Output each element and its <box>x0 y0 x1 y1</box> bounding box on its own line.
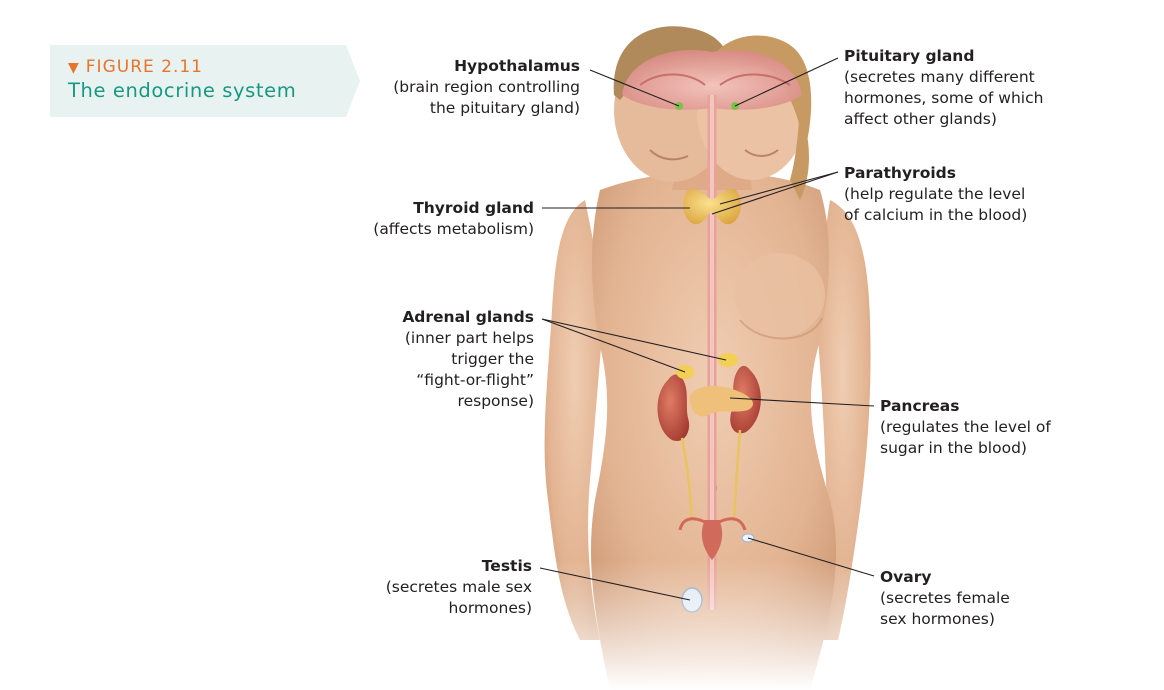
testis-leader <box>539 567 691 601</box>
adrenal-leader-1 <box>541 318 686 373</box>
triangle-down-icon: ▼ <box>68 60 80 76</box>
uterus <box>701 520 723 560</box>
hypothalamus-leader <box>589 69 680 107</box>
pancreas-leader <box>729 397 875 407</box>
label-hypothalamus: Hypothalamus (brain region controlling t… <box>377 56 580 119</box>
right-adrenal <box>718 353 738 367</box>
label-testis: Testis (secretes male sex hormones) <box>375 556 532 619</box>
pituitary-name: Pituitary gland <box>844 47 975 65</box>
leader-lines <box>539 57 875 601</box>
thyroid-gland <box>683 189 741 225</box>
pancreas-organ <box>689 386 754 417</box>
label-adrenal: Adrenal glands (inner part helps trigger… <box>380 307 534 412</box>
figure-number: ▼ FIGURE 2.11 <box>68 57 203 77</box>
parathyroid-leader-2 <box>711 171 839 215</box>
body-silhouette <box>540 26 900 690</box>
thyroid-desc: (affects metabolism) <box>373 220 534 238</box>
hypothalamus-name: Hypothalamus <box>454 57 580 75</box>
label-pituitary: Pituitary gland (secretes many different… <box>844 46 1043 130</box>
label-ovary: Ovary (secretes female sex hormones) <box>880 567 1010 630</box>
ovary-name: Ovary <box>880 568 932 586</box>
figure-caption-tab: ▼ FIGURE 2.11 The endocrine system <box>50 45 360 117</box>
pituitary-leader <box>734 57 839 107</box>
parathyroid-leader-1 <box>719 171 839 205</box>
testis-name: Testis <box>481 557 532 575</box>
hypothalamus-desc: (brain region controlling the pituitary … <box>393 78 580 117</box>
pancreas-desc: (regulates the level of sugar in the blo… <box>880 418 1051 457</box>
pituitary-desc: (secretes many different hormones, some … <box>844 68 1044 128</box>
parathyroids-name: Parathyroids <box>844 164 956 182</box>
pancreas-name: Pancreas <box>880 397 960 415</box>
label-parathyroids: Parathyroids (help regulate the level of… <box>844 163 1027 226</box>
figure-title: The endocrine system <box>68 79 297 102</box>
label-pancreas: Pancreas (regulates the level of sugar i… <box>880 396 1051 459</box>
thyroid-name: Thyroid gland <box>413 199 534 217</box>
ovary-desc: (secretes female sex hormones) <box>880 589 1010 628</box>
left-kidney <box>657 374 690 441</box>
adrenal-leader-2 <box>541 318 727 361</box>
parathyroids-desc: (help regulate the level of calcium in t… <box>844 185 1028 224</box>
adrenal-name: Adrenal glands <box>402 308 534 326</box>
caption-tab-shape <box>50 45 360 117</box>
ovary-leader <box>747 537 875 577</box>
adrenal-desc: (inner part helps trigger the “fight-or-… <box>404 329 534 410</box>
figure-number-text: FIGURE 2.11 <box>85 57 203 77</box>
testis-desc: (secretes male sex hormones) <box>385 578 532 617</box>
label-thyroid: Thyroid gland (affects metabolism) <box>360 198 534 240</box>
